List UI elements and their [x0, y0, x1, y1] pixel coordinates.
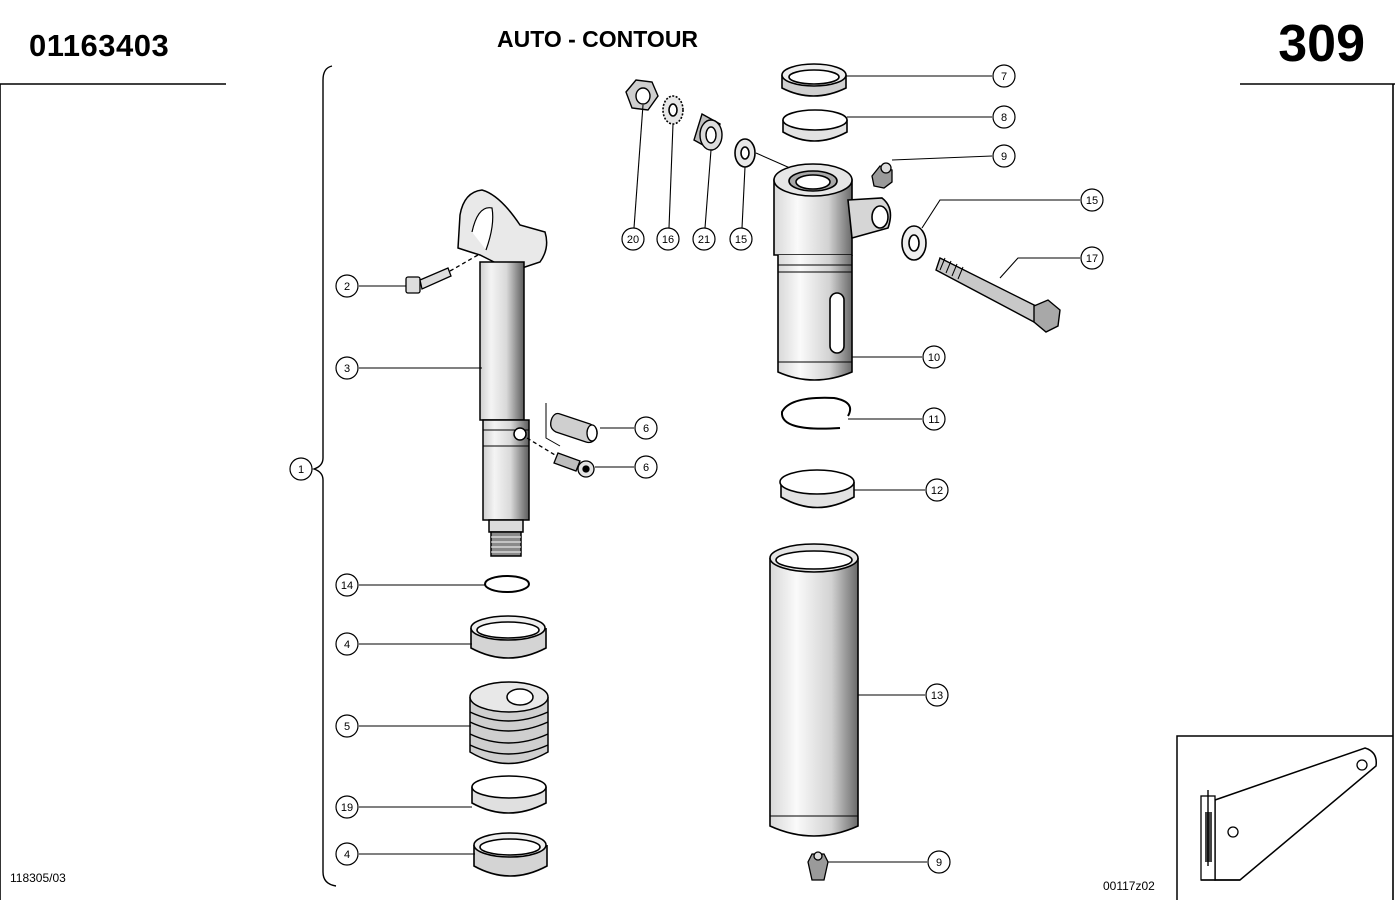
callout-label: 20: [627, 234, 639, 246]
callout-label: 12: [931, 485, 943, 497]
callout-5: 5: [335, 714, 359, 738]
callout-label: 5: [344, 721, 350, 733]
part-20-nut: [625, 79, 659, 111]
callout-label: 2: [344, 281, 350, 293]
callout-label: 8: [1001, 112, 1007, 124]
callout-label: 4: [344, 849, 350, 861]
callout-label: 6: [643, 423, 649, 435]
part-15-washer-right: [901, 225, 927, 261]
callout-label: 15: [1086, 195, 1098, 207]
callout-17: 17: [1080, 246, 1104, 270]
callout-label: 9: [936, 857, 942, 869]
callout-1: 1: [289, 457, 313, 481]
callout-label: 16: [662, 234, 674, 246]
callout-label: 10: [928, 352, 940, 364]
callout-4: 4: [335, 632, 359, 656]
part-14-o-ring: [484, 575, 530, 593]
callout-14: 14: [335, 573, 359, 597]
callout-label: 14: [341, 580, 353, 592]
part-6-screw: [526, 403, 595, 478]
page-frame: [0, 83, 1395, 900]
rod-head: [457, 189, 548, 270]
callout-label: 17: [1086, 253, 1098, 265]
callout-label: 11: [928, 414, 939, 426]
callout-9: 9: [992, 144, 1016, 168]
part-21-bushing: [693, 112, 723, 152]
part-5-spring-washers: [469, 681, 549, 765]
part-10-housing: [773, 163, 892, 381]
part-16-washer: [662, 95, 684, 125]
part-17-bolt: [935, 257, 1061, 333]
callout-15: 15: [729, 227, 753, 251]
assembly-brace: [311, 65, 337, 887]
callout-2: 2: [335, 274, 359, 298]
callout-label: 3: [344, 363, 350, 375]
part-7-seal: [781, 63, 847, 97]
callout-label: 4: [344, 639, 350, 651]
callout-6: 6: [634, 416, 658, 440]
callout-15: 15: [1080, 188, 1104, 212]
callout-10: 10: [922, 345, 946, 369]
callout-19: 19: [335, 795, 359, 819]
callout-11: 11: [922, 407, 946, 431]
piston-rod: [457, 189, 548, 557]
locator-thumbnail: [1176, 735, 1393, 900]
part-11-retaining-ring: [780, 396, 852, 430]
page-number: 309: [1278, 15, 1365, 73]
callout-label: 21: [698, 234, 710, 246]
callout-label: 7: [1001, 71, 1007, 83]
callout-label: 13: [931, 690, 943, 702]
callouts: 1 2 3 14 4 5 19 4 6 6 20 16 21 15 7 8 9 …: [289, 64, 1104, 874]
callout-label: 19: [341, 802, 353, 814]
callout-label: 1: [298, 464, 304, 476]
callout-6: 6: [634, 455, 658, 479]
callout-21: 21: [692, 227, 716, 251]
part-19-ring: [471, 775, 547, 814]
part-13-tube: [769, 543, 859, 837]
callout-12: 12: [925, 478, 949, 502]
callout-7: 7: [992, 64, 1016, 88]
document-number: 01163403: [29, 28, 170, 63]
callout-8: 8: [992, 105, 1016, 129]
part-9-grease-nipple-top: [871, 162, 893, 189]
callout-label: 6: [643, 462, 649, 474]
callout-4: 4: [335, 842, 359, 866]
part-4-ring-lower: [473, 832, 548, 877]
part-4-ring-upper: [470, 615, 547, 659]
page-title: AUTO - CONTOUR: [497, 26, 699, 52]
callout-9: 9: [927, 850, 951, 874]
part-9-grease-nipple-bottom: [807, 851, 829, 881]
footer-code-right: 00117z02: [1103, 879, 1155, 893]
callout-3: 3: [335, 356, 359, 380]
callout-label: 9: [1001, 151, 1007, 163]
part-8-ring: [782, 109, 848, 142]
part-6-pin: [550, 412, 598, 444]
callout-16: 16: [656, 227, 680, 251]
leader-lines: [359, 75, 1080, 863]
part-12-ring: [779, 469, 855, 509]
part-2-screw: [405, 254, 479, 294]
callout-label: 15: [735, 234, 747, 246]
part-15-washer-top: [734, 138, 791, 169]
callout-20: 20: [621, 227, 645, 251]
footer-code-left: 118305/03: [10, 871, 66, 885]
callout-13: 13: [925, 683, 949, 707]
